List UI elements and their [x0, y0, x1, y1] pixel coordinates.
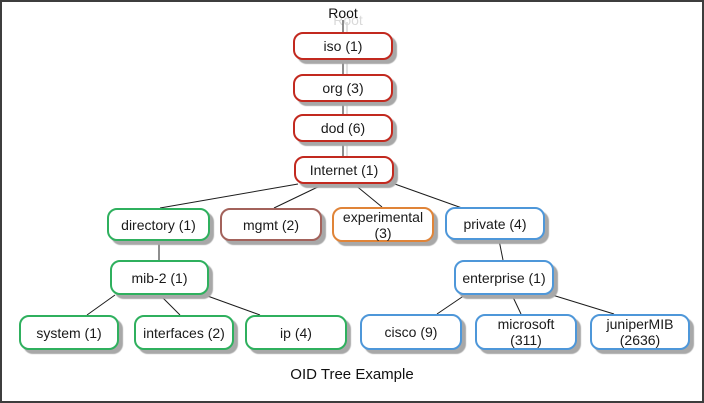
- node-iso: iso (1): [293, 32, 393, 60]
- node-label: directory (1): [121, 216, 196, 233]
- edge-enterprise-cisco: [436, 294, 466, 315]
- edge-private-enterprise: [498, 239, 504, 261]
- edge-internet-mgmt: [273, 183, 325, 209]
- diagram-caption: OID Tree Example: [290, 366, 414, 383]
- node-system: system (1): [19, 315, 119, 350]
- node-mgmt: mgmt (2): [220, 208, 322, 241]
- edge-mib2-interfaces: [159, 294, 181, 316]
- edge-internet-experimental: [353, 183, 383, 208]
- node-label: cisco (9): [384, 324, 438, 340]
- node-dod: dod (6): [293, 114, 393, 142]
- node-junipermib: juniperMIB (2636): [590, 314, 690, 350]
- edge-mib2-system: [86, 294, 116, 316]
- node-microsoft: microsoft (311): [475, 314, 577, 350]
- node-interfaces: interfaces (2): [134, 315, 234, 350]
- node-label: ip (4): [280, 324, 312, 341]
- node-label: juniperMIB (2636): [606, 316, 674, 348]
- edge-internet-private: [391, 182, 463, 209]
- node-experimental: experimental (3): [332, 207, 434, 242]
- node-label: iso (1): [323, 38, 363, 54]
- node-label: dod (6): [320, 120, 366, 136]
- node-internet: Internet (1): [294, 156, 394, 184]
- node-private: private (4): [445, 207, 545, 240]
- node-label: interfaces (2): [143, 324, 225, 341]
- node-label: org (3): [322, 80, 364, 96]
- node-label: Internet (1): [309, 162, 379, 178]
- edge-internet-directory: [159, 183, 299, 209]
- node-label: mgmt (2): [243, 216, 299, 233]
- node-org: org (3): [293, 74, 393, 102]
- node-ip: ip (4): [245, 315, 347, 350]
- root-label: Root: [328, 5, 358, 21]
- node-label: microsoft (311): [497, 316, 555, 348]
- node-mib2: mib-2 (1): [110, 260, 209, 295]
- edge-mib2-ip: [201, 293, 261, 316]
- node-enterprise: enterprise (1): [454, 260, 554, 295]
- node-label: private (4): [463, 215, 527, 232]
- node-label: system (1): [36, 324, 102, 341]
- node-label: experimental (3): [342, 208, 424, 241]
- edge-enterprise-microsoft: [511, 294, 522, 315]
- node-label: enterprise (1): [462, 269, 546, 286]
- node-cisco: cisco (9): [360, 314, 462, 350]
- edge-enterprise-junipermib: [548, 293, 615, 315]
- node-directory: directory (1): [107, 208, 210, 241]
- node-label: mib-2 (1): [131, 269, 188, 286]
